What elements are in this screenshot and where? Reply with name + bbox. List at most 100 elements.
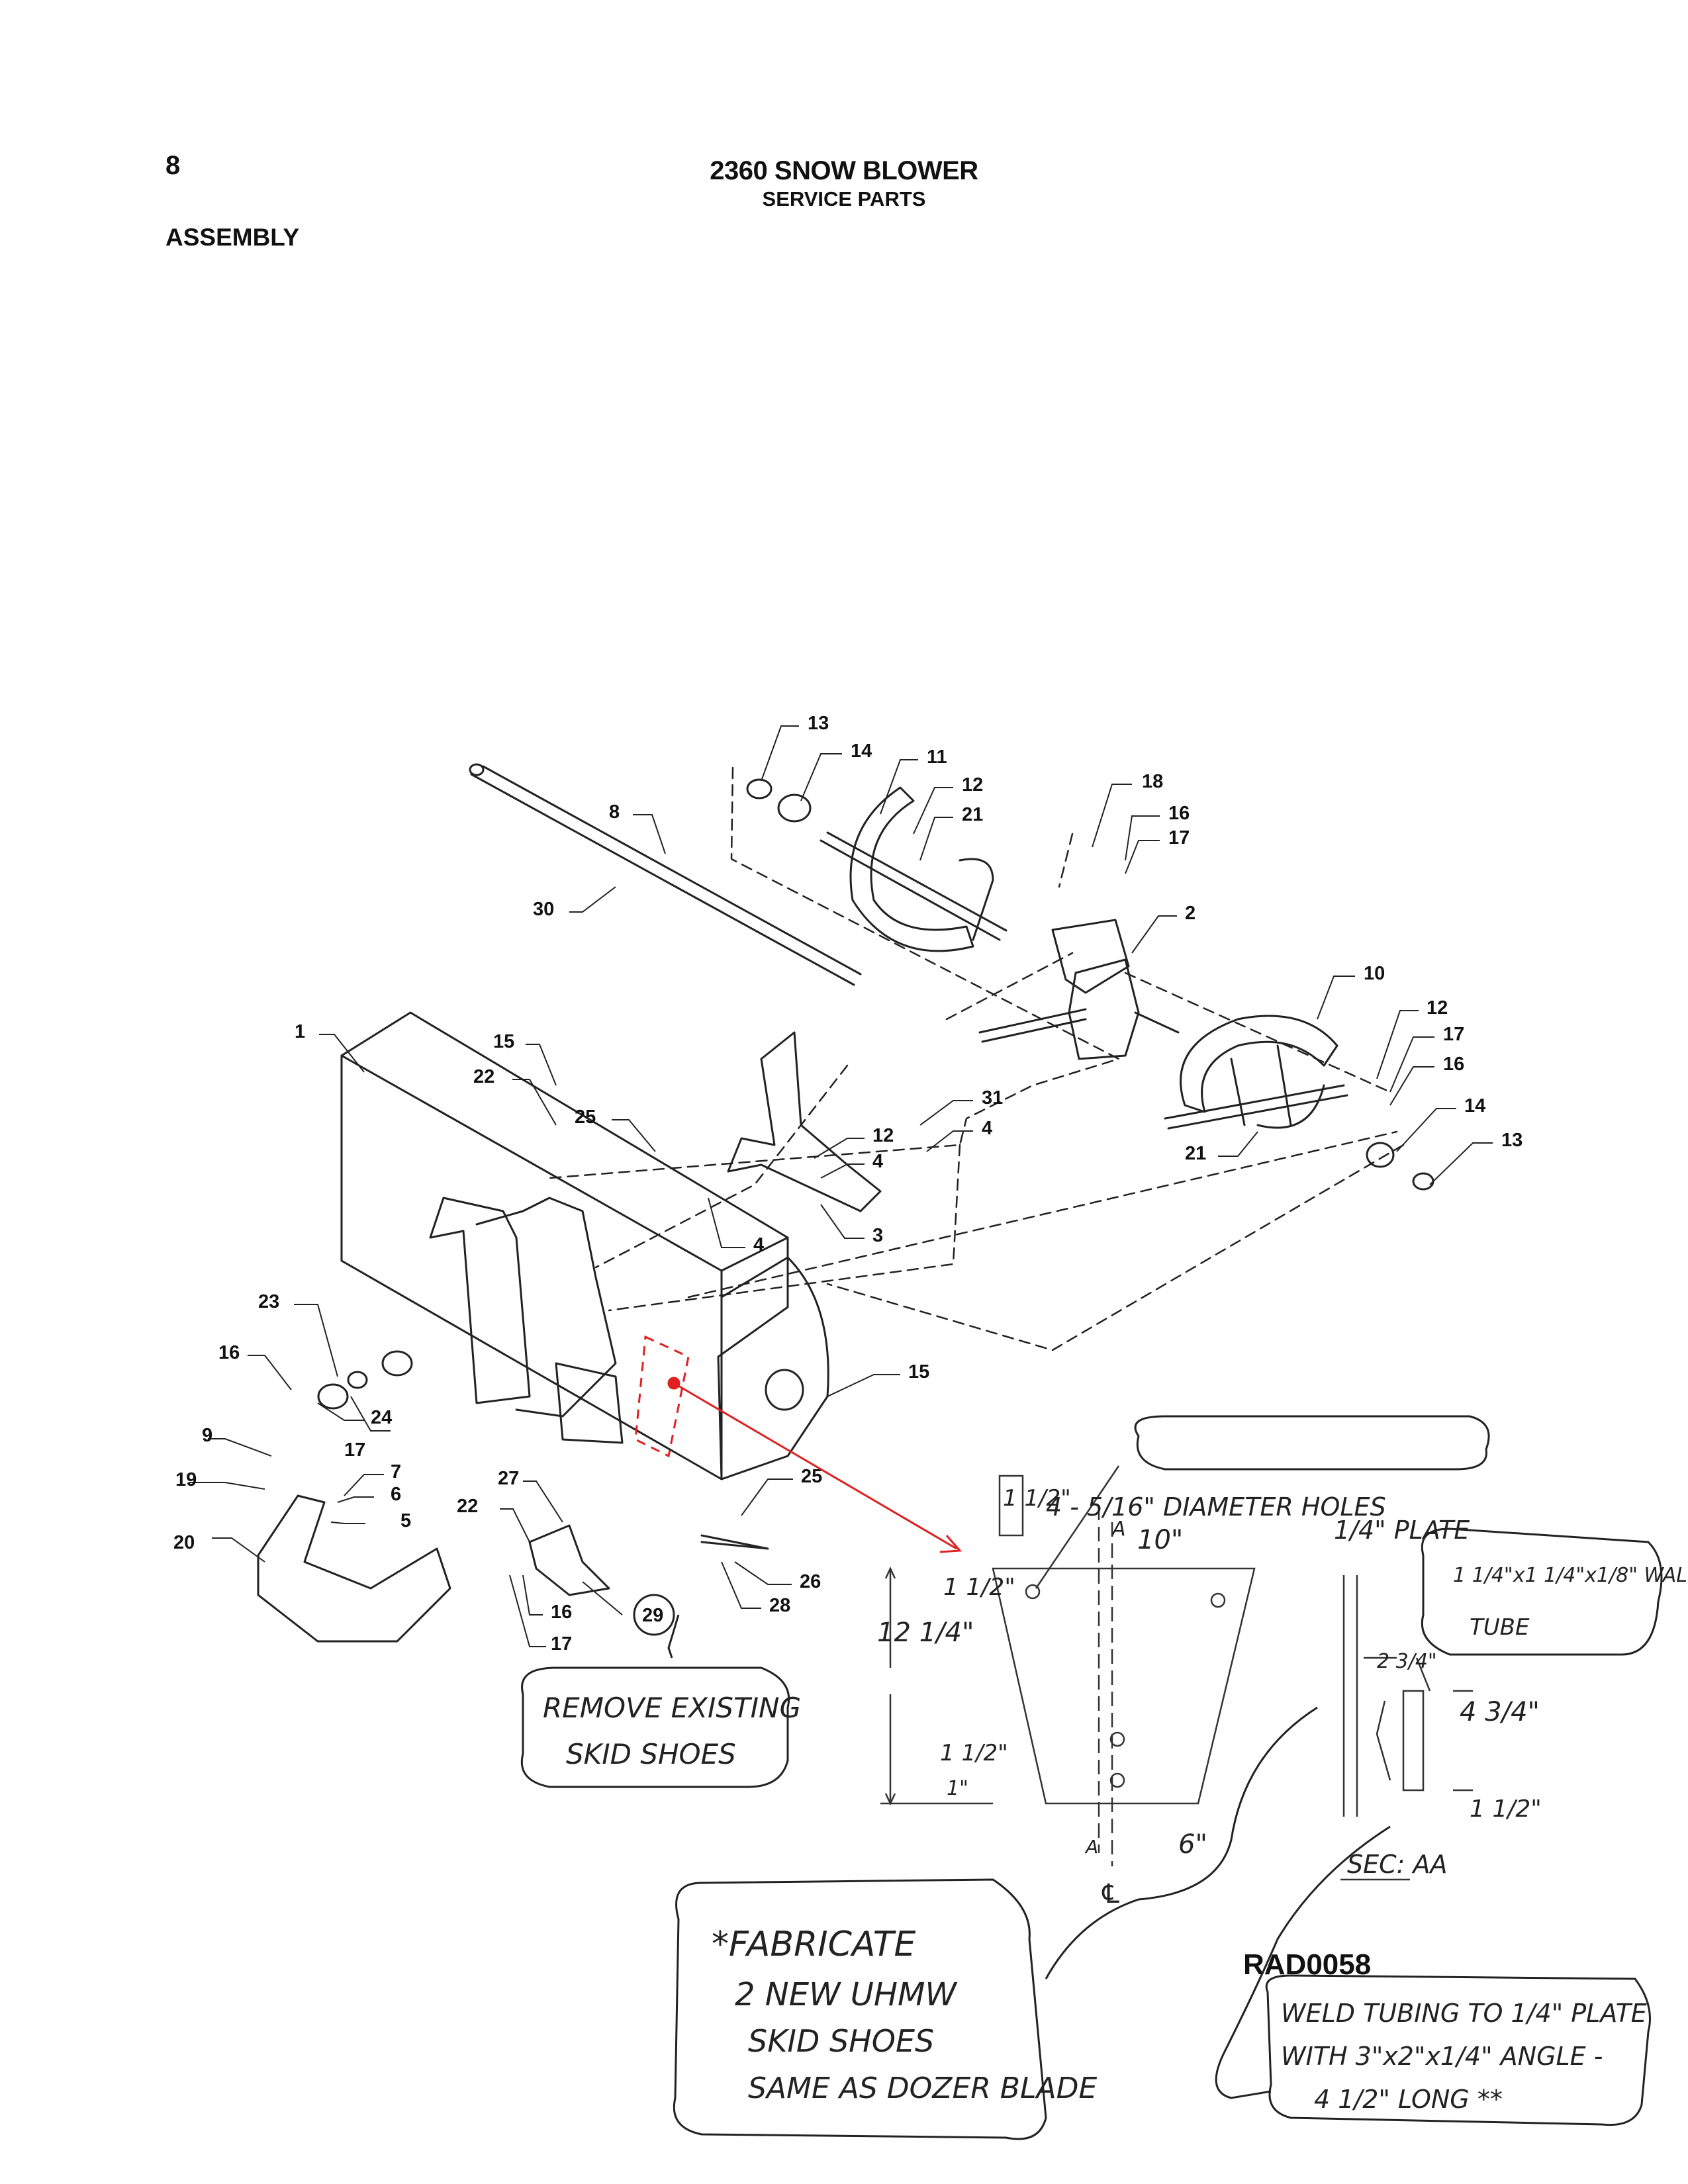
callout-15-low: 15 bbox=[908, 1361, 929, 1383]
callout-12-right: 12 bbox=[1427, 997, 1448, 1019]
dim-tab: 1 1/2" bbox=[1003, 1485, 1071, 1512]
tube-note-line1: 1 1/4"x1 1/4"x1/8" WALL bbox=[1453, 1564, 1688, 1587]
bearing-13-right bbox=[1412, 1172, 1434, 1191]
page-number: 8 bbox=[165, 151, 181, 180]
callout-22-low: 22 bbox=[457, 1496, 478, 1517]
dim-top-width: 10" bbox=[1137, 1525, 1183, 1555]
callout-13: 13 bbox=[808, 713, 829, 734]
callout-12: 12 bbox=[962, 774, 983, 796]
callout-10: 10 bbox=[1364, 963, 1385, 984]
dim-hole-inset: 1 1/2" bbox=[943, 1574, 1015, 1601]
callout-12-mid: 12 bbox=[872, 1125, 894, 1146]
callout-9: 9 bbox=[202, 1425, 212, 1446]
note-bubbles bbox=[520, 1415, 1663, 2140]
callout-24: 24 bbox=[371, 1407, 392, 1428]
remove-note-line2: SKID SHOES bbox=[566, 1738, 736, 1770]
dim-tube-offset: 2 3/4" bbox=[1377, 1650, 1437, 1673]
callout-19: 19 bbox=[175, 1469, 197, 1490]
bearing-support bbox=[727, 1031, 882, 1212]
remove-note-line1: REMOVE EXISTING bbox=[543, 1692, 801, 1724]
callout-21: 21 bbox=[962, 804, 983, 825]
bearing-13-left bbox=[746, 778, 773, 799]
callout-4-low: 4 bbox=[753, 1234, 764, 1255]
gearbox-cover bbox=[1051, 919, 1130, 994]
impeller-fan bbox=[820, 786, 1008, 952]
dim-tube-length: 4 3/4" bbox=[1460, 1697, 1540, 1727]
tube-note-line2: TUBE bbox=[1470, 1614, 1530, 1641]
callout-7: 7 bbox=[391, 1461, 401, 1482]
callout-15: 15 bbox=[493, 1031, 514, 1052]
callout-3: 3 bbox=[872, 1225, 883, 1246]
callout-13-right: 13 bbox=[1501, 1130, 1523, 1151]
dim-section-mark-top: A bbox=[1111, 1518, 1126, 1541]
auger-shaft bbox=[469, 763, 862, 986]
callout-16-right: 16 bbox=[1443, 1054, 1464, 1075]
callout-21-right: 21 bbox=[1185, 1143, 1206, 1164]
callout-31: 31 bbox=[982, 1087, 1003, 1109]
callout-labels: 13 14 11 12 21 8 30 18 16 17 2 10 12 17 … bbox=[173, 713, 1523, 1655]
blower-housing bbox=[340, 1011, 829, 1480]
page-subtitle: SERVICE PARTS bbox=[762, 187, 926, 210]
callout-4: 4 bbox=[982, 1118, 992, 1139]
bearing-14-right bbox=[1366, 1142, 1395, 1168]
dim-height: 12 1/4" bbox=[877, 1617, 974, 1648]
callout-16: 16 bbox=[1168, 803, 1190, 824]
gearbox bbox=[978, 958, 1180, 1060]
chute-mount bbox=[257, 1494, 451, 1643]
section-label: SEC: AA bbox=[1347, 1850, 1448, 1879]
callout-11: 11 bbox=[927, 747, 947, 768]
callout-17-right: 17 bbox=[1443, 1024, 1464, 1045]
callout-23: 23 bbox=[258, 1291, 279, 1312]
callout-27: 27 bbox=[498, 1468, 519, 1489]
bearing-14-left bbox=[777, 794, 812, 823]
assembly-guide-lines bbox=[548, 766, 1405, 1351]
callout-4-mid: 4 bbox=[872, 1151, 883, 1172]
callout-14-right: 14 bbox=[1464, 1095, 1485, 1116]
dim-tube-bottom: 1 1/2" bbox=[1470, 1796, 1542, 1823]
dim-bottom-offset: 1" bbox=[947, 1777, 968, 1800]
callout-17: 17 bbox=[1168, 827, 1190, 848]
section-heading: ASSEMBLY bbox=[165, 224, 300, 251]
fabricate-note-line3: SKID SHOES bbox=[748, 2023, 934, 2059]
callout-18: 18 bbox=[1142, 771, 1163, 792]
plate-sketch bbox=[880, 1465, 1473, 1881]
fabricate-note-line1: *FABRICATE bbox=[712, 1925, 915, 1964]
callout-17-low: 17 bbox=[551, 1633, 572, 1655]
auger-right bbox=[1164, 1015, 1348, 1130]
callout-30: 30 bbox=[533, 899, 554, 920]
callout-14: 14 bbox=[851, 741, 872, 762]
weld-note-line3: 4 1/2" LONG ** bbox=[1314, 2085, 1503, 2114]
callout-26: 26 bbox=[800, 1571, 821, 1592]
callout-25-low: 25 bbox=[801, 1466, 822, 1487]
callout-28: 28 bbox=[769, 1595, 790, 1616]
callout-2: 2 bbox=[1185, 903, 1196, 924]
callout-29: 29 bbox=[642, 1605, 663, 1626]
reference-code: RAD0058 bbox=[1243, 1948, 1372, 1981]
dim-bottom-width: 6" bbox=[1178, 1829, 1207, 1860]
callout-22: 22 bbox=[473, 1066, 494, 1087]
callout-16-low: 16 bbox=[551, 1602, 572, 1623]
skid-shoe bbox=[528, 1524, 610, 1596]
callout-20: 20 bbox=[173, 1532, 195, 1553]
fabricate-note-line4: SAME AS DOZER BLADE bbox=[748, 2071, 1097, 2105]
fabricate-note-line2: 2 NEW UHMW bbox=[735, 1976, 957, 2013]
sketch-dimensions: 4 - 5/16" DIAMETER HOLES 10" 1 1/2" 1 1/… bbox=[877, 1485, 1542, 1909]
bearing-24 bbox=[347, 1371, 368, 1389]
dim-holes-note: 4 - 5/16" DIAMETER HOLES bbox=[1046, 1492, 1386, 1522]
page-title-block: 2360 SNOW BLOWER SERVICE PARTS bbox=[0, 156, 1688, 211]
red-markup bbox=[634, 1335, 962, 1553]
cutting-edge bbox=[700, 1534, 769, 1550]
callout-25: 25 bbox=[575, 1107, 596, 1128]
dim-lower-hole: 1 1/2" bbox=[940, 1740, 1008, 1766]
dim-centerline: ℄ bbox=[1099, 1879, 1123, 1909]
weld-note-line2: WITH 3"x2"x1/4" ANGLE - bbox=[1281, 2042, 1603, 2071]
callout-6: 6 bbox=[391, 1484, 401, 1505]
weld-note-line1: WELD TUBING TO 1/4" PLATE bbox=[1281, 1999, 1647, 2028]
page-title: 2360 SNOW BLOWER bbox=[710, 156, 978, 185]
callout-8: 8 bbox=[609, 801, 620, 823]
flange-bearing-upper bbox=[381, 1350, 413, 1377]
dim-section-mark-bottom: A bbox=[1084, 1836, 1098, 1858]
callout-17-left: 17 bbox=[344, 1439, 365, 1461]
callout-1: 1 bbox=[295, 1021, 305, 1042]
